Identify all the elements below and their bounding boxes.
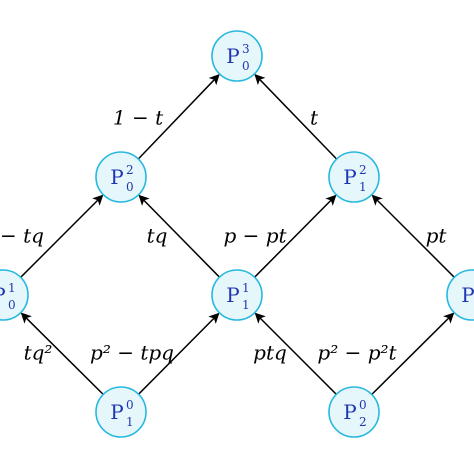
edge-labels-layer: 1 − t t − tq tq p − pt pt tq² p² − tpq ptq p² − p… [0,106,447,365]
node-letter: P [0,283,6,307]
node-subscript: 0 [126,180,134,194]
edge-arrow-p0_2-to-p0_3 [137,74,220,160]
edge-arrow-p1_1-to-p0_2 [138,194,221,278]
edge-arrow-p1_0-to-p0_1 [20,312,104,395]
node-circle [211,269,263,321]
node-subscript: 2 [359,415,367,429]
node-circle [95,151,147,203]
node-superscript: 2 [126,163,134,177]
node-superscript: 3 [242,42,250,56]
node-circle [446,269,474,321]
node-letter: P [226,44,239,68]
edge-arrow-p1_2-to-p0_3 [254,73,338,160]
node-subscript: 1 [359,180,367,194]
node-circle [95,386,147,438]
edge-label-p1_1-to-p1_2: p − pt [223,224,287,248]
node-p0_1: P1 0 [0,269,29,321]
edge-label-p1_0-to-p0_1: tq² [24,341,53,365]
node-superscript: 1 [242,281,250,295]
node-subscript: 0 [242,59,250,73]
node-letter: P [110,400,123,424]
edge-label-p1_2-to-p0_3: t [310,106,319,130]
node-letter: P [461,283,474,307]
edge-label-p2_0-to-p2_1: p² − p²t [317,341,397,365]
edge-label-p2_0-to-p1_1: ptq [253,341,287,365]
node-subscript: 1 [126,415,134,429]
edge-label-p0_2-to-p0_3: 1 − t [113,106,164,130]
nodes-layer: P30P20P21P10P11P12P01P02 [0,30,474,438]
node-subscript: 1 [242,298,250,312]
edge-arrow-p2_0-to-p1_1 [254,312,337,395]
node-letter: P [226,283,239,307]
node-superscript: 2 [359,163,367,177]
edges-layer [20,73,455,395]
edge-arrow-p0_1-to-p0_2 [20,194,104,278]
edge-arrow-p2_1-to-p1_2 [371,194,455,278]
edge-label-p1_0-to-p1_1: p² − tpq [90,341,174,365]
node-circle [328,151,380,203]
node-superscript: 0 [359,398,367,412]
node-circle [0,269,29,321]
node-superscript: 0 [126,398,134,412]
node-superscript: 1 [8,281,16,295]
edge-label-p1_1-to-p0_2: tq [147,224,168,248]
edge-label-p0_1-to-p0_2: − tq [0,224,44,248]
node-letter: P [343,400,356,424]
node-p2_1: P12 [446,269,474,321]
edge-label-p2_1-to-p1_2: pt [426,224,448,248]
node-letter: P [110,165,123,189]
edge-arrow-p1_0-to-p1_1 [138,312,220,395]
node-circle [211,30,263,82]
edge-arrow-p2_0-to-p2_1 [371,312,455,395]
node-circle [328,386,380,438]
edge-arrow-p1_1-to-p1_2 [254,194,337,278]
node-subscript: 0 [8,298,16,312]
node-letter: P [343,165,356,189]
